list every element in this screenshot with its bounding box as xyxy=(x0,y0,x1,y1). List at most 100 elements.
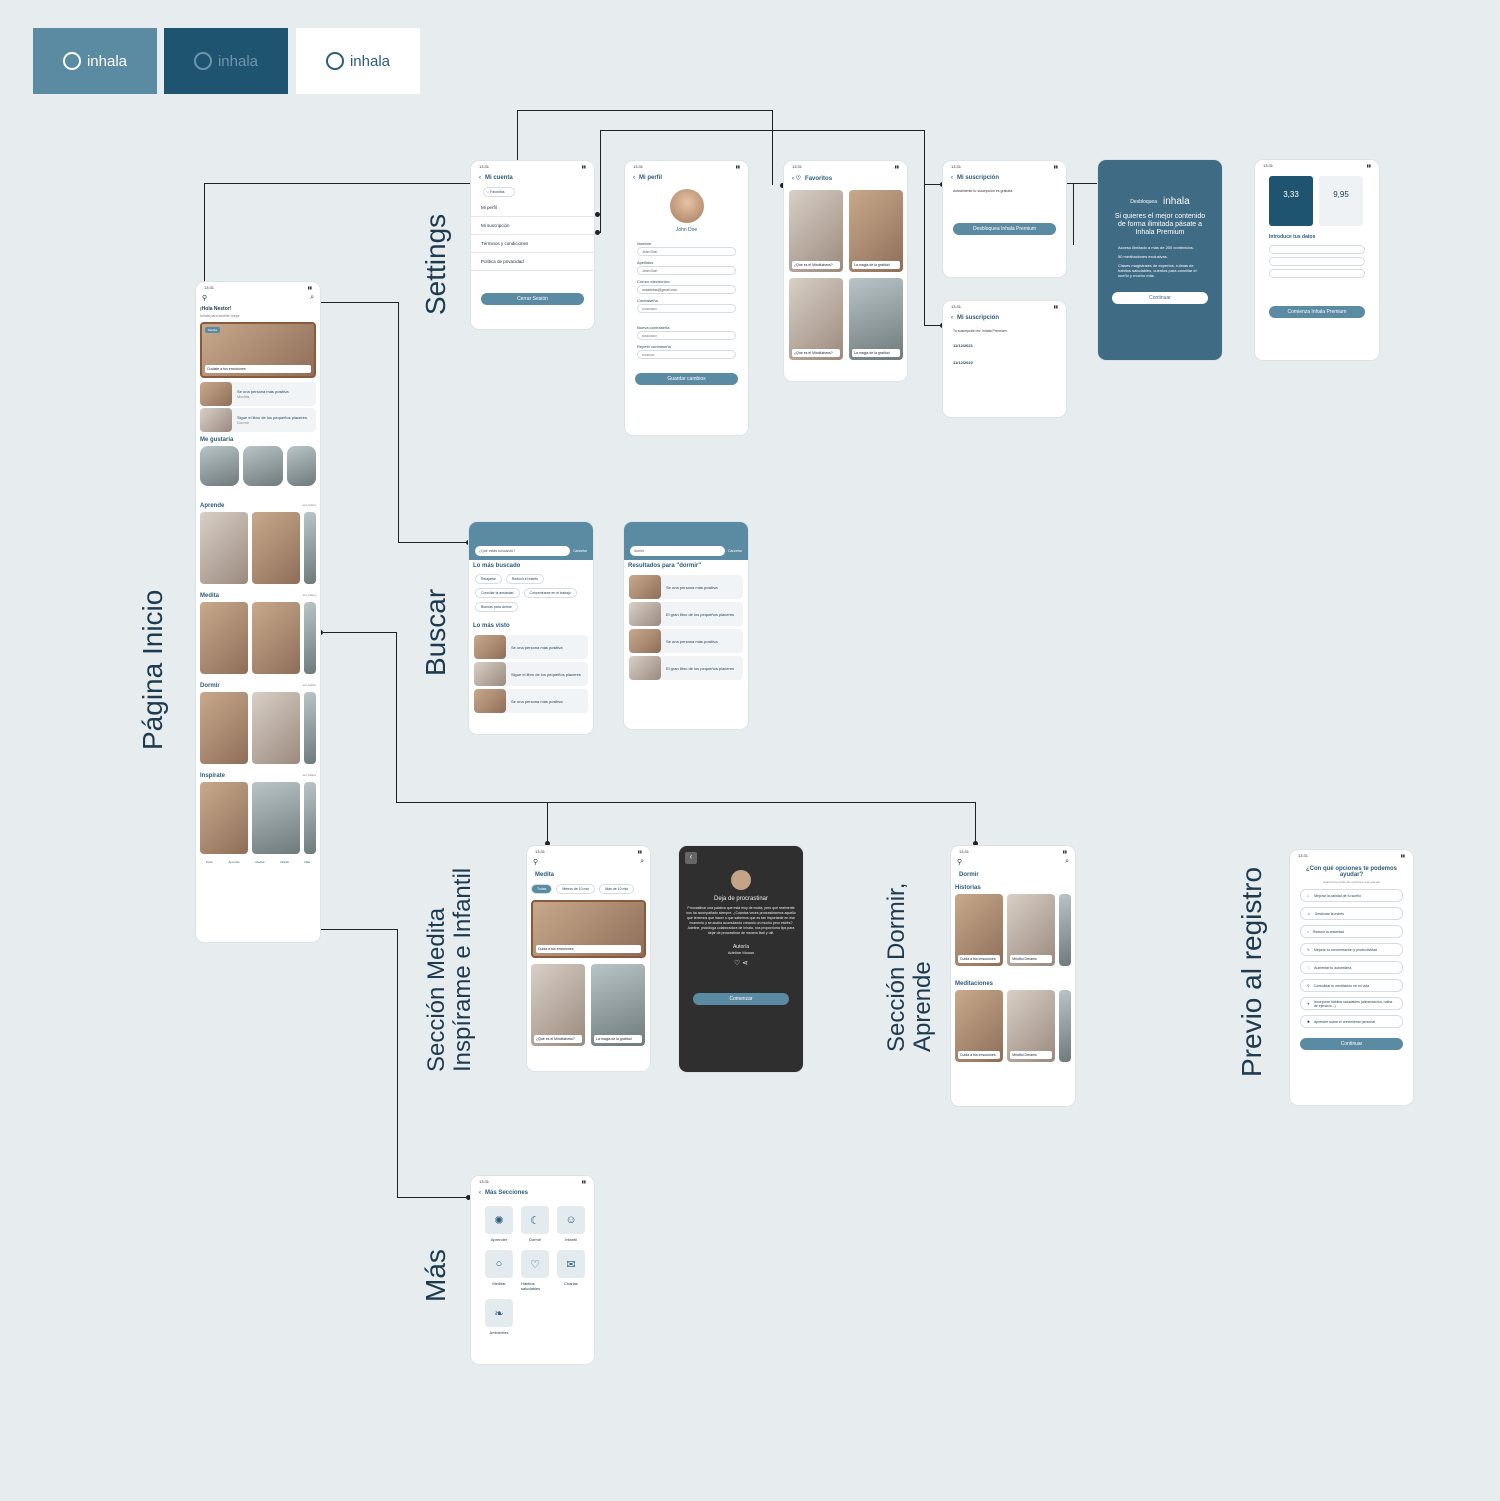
back-icon[interactable]: ‹ xyxy=(479,1190,481,1196)
search-chip[interactable]: Reducir el estrés xyxy=(505,574,545,584)
menu-suscripcion[interactable]: Mi suscripción xyxy=(471,217,594,235)
logout-button[interactable]: Cerrar Sesión xyxy=(481,293,584,305)
hero-card[interactable]: Cuida a tus emociones xyxy=(531,900,646,958)
back-icon[interactable]: ‹ xyxy=(951,175,953,181)
leaf-icon: ❧ xyxy=(485,1299,513,1327)
back-icon[interactable]: ‹ ♡ xyxy=(792,176,802,182)
tab-menos[interactable]: Menos de 10 min xyxy=(556,884,596,894)
mas-meditar[interactable]: ○Meditar xyxy=(485,1250,513,1291)
cancel-button[interactable]: Cancelar xyxy=(572,549,587,553)
option[interactable]: ☾ Mejorar la calidad de tu sueño xyxy=(1300,889,1403,902)
continue-button[interactable]: Continuar xyxy=(1300,1038,1403,1050)
list-item[interactable]: Se una persona más positiva xyxy=(629,575,743,599)
list-item[interactable]: Se una persona más positiva xyxy=(629,629,743,653)
repeat-password-field[interactable]: •••••••••• xyxy=(637,350,736,359)
start-premium-button[interactable]: Comienza Inhala Premium xyxy=(1269,306,1365,318)
child-icon: ☺ xyxy=(557,1206,585,1234)
back-icon[interactable]: ‹ xyxy=(633,175,635,181)
nav-inicio[interactable]: Inicio xyxy=(205,860,213,864)
mas-charlas[interactable]: ✉Charlas xyxy=(557,1250,585,1291)
option[interactable]: ♡ Aumentar tu autoestima xyxy=(1300,961,1403,974)
list-item[interactable]: El gran libro de los pequeños placeres xyxy=(629,602,743,626)
menu-terminos[interactable]: Términos y condiciones xyxy=(471,235,594,253)
premium-headline: Si quieres el mejor contenido de forma i… xyxy=(1114,213,1206,236)
search-icon[interactable]: ⌕ xyxy=(1065,858,1069,865)
mas-habitos[interactable]: ♡Hábitos saludables xyxy=(521,1250,549,1291)
logo-text: inhala xyxy=(86,52,128,70)
back-icon[interactable]: ‹ xyxy=(951,315,953,321)
search-input[interactable]: dormir xyxy=(630,546,725,556)
unlock-premium-button[interactable]: Desbloquea Inhala Premium xyxy=(953,223,1056,235)
option[interactable]: ≈ Reducir la ansiedad xyxy=(1300,925,1403,938)
option[interactable]: ⚲ Consolidar tu meditación en mi vida xyxy=(1300,979,1403,992)
list-item[interactable]: Sigue el libro de los pequeños placeres xyxy=(474,662,588,686)
card-name-field[interactable] xyxy=(1269,245,1365,254)
heart-icon[interactable]: ♡ xyxy=(733,960,741,967)
search-chip[interactable]: Relajarse xyxy=(475,574,502,584)
list-item[interactable]: Se una persona más positiva xyxy=(474,689,588,713)
password-field[interactable]: •••••••••••• xyxy=(637,304,736,313)
fav-button[interactable]: ♡ Favoritos xyxy=(483,187,515,197)
search-chip[interactable]: Concentrarse en el trabajo xyxy=(523,588,577,598)
mas-ambientes[interactable]: ❧Ambientes xyxy=(485,1299,513,1335)
option[interactable]: ✦ Incorporar hábitos saludables (aliment… xyxy=(1300,997,1403,1010)
user-icon[interactable]: ⚲ xyxy=(957,859,963,866)
email-field[interactable]: nosiekdas@gmail.com xyxy=(637,285,736,294)
start-button[interactable]: Comenzar xyxy=(693,993,789,1005)
card-expiry-field[interactable] xyxy=(1269,269,1365,278)
card-number-field[interactable] xyxy=(1269,257,1365,266)
logo-white: inhala xyxy=(296,28,420,94)
nav-infantil[interactable]: Infantil xyxy=(280,860,289,864)
option[interactable]: ☺ Gestionar la estrés xyxy=(1300,907,1403,920)
moon-icon: ☾ xyxy=(521,1206,549,1234)
back-icon[interactable]: ‹ xyxy=(479,175,481,181)
user-icon[interactable]: ⚲ xyxy=(202,295,208,302)
fav-card[interactable]: ¿Qué es el Mindfulness? xyxy=(789,190,843,272)
list-item[interactable]: El gran libro de los pequeños placeres xyxy=(629,656,743,680)
card[interactable]: ¿Qué es el Mindfulness? xyxy=(531,964,585,1046)
option[interactable]: ✎ Mejorar tu concentración y productivid… xyxy=(1300,943,1403,956)
search-chip[interactable]: Conciliar la ansiedad xyxy=(475,588,520,598)
search-chip[interactable]: Buenas para dormir xyxy=(475,602,518,612)
back-icon[interactable]: ‹ xyxy=(685,852,697,864)
user-icon[interactable]: ⚲ xyxy=(533,859,539,866)
surname-field[interactable]: John Doe xyxy=(637,266,736,275)
option[interactable]: ✺ Aprender sobre el crecimiento personal xyxy=(1300,1015,1403,1028)
section-title-previo: Previo al registro xyxy=(1236,866,1267,1077)
mas-dormir[interactable]: ☾Dormir xyxy=(521,1206,549,1242)
fav-card[interactable]: La magia de la gratitud xyxy=(849,190,903,272)
liked-heading: Me gustaría xyxy=(200,437,234,443)
fav-card[interactable]: ¿Qué es el Mindfulness? xyxy=(789,278,843,360)
search-icon[interactable]: ⌕ xyxy=(640,858,644,865)
menu-privacidad[interactable]: Política de privacidad xyxy=(471,253,594,271)
mas-aprender[interactable]: ✺Aprender xyxy=(485,1206,513,1242)
nav-medita[interactable]: Medita xyxy=(255,860,265,864)
card[interactable]: La magia de la gratitud xyxy=(591,964,645,1046)
cuenta-screen: 13:31▮▮ ‹Mi cuenta ♡ Favoritos Mi perfil… xyxy=(471,161,594,329)
tab-todas[interactable]: Todas xyxy=(531,884,553,894)
tab-mas[interactable]: Más de 10 min xyxy=(599,884,635,894)
fav-card[interactable]: La magia de la gratitud xyxy=(849,278,903,360)
plan-annual[interactable]: 3,33 xyxy=(1269,176,1313,226)
inspirate-heading: Inspírate xyxy=(200,773,226,779)
avatar[interactable] xyxy=(669,189,704,223)
name-field[interactable]: John Doe xyxy=(637,247,736,256)
new-password-field[interactable]: •••••••••••• xyxy=(637,331,736,340)
share-icon[interactable]: ⋖ xyxy=(742,960,749,967)
mas-infantil[interactable]: ☺Infantil xyxy=(557,1206,585,1242)
search-icon[interactable]: ⌕ xyxy=(310,294,314,301)
continue-button[interactable]: Continuar xyxy=(1112,292,1208,304)
plan-monthly[interactable]: 9,95 xyxy=(1319,176,1363,226)
nav-aprende[interactable]: Aprende xyxy=(228,860,240,864)
list-item[interactable]: Se una persona más positiva xyxy=(474,635,588,659)
search-input[interactable]: ¿Qué estás buscando? xyxy=(475,546,570,556)
save-button[interactable]: Guardar cambios xyxy=(635,373,738,385)
nav-mas[interactable]: Más xyxy=(304,860,311,864)
menu-perfil[interactable]: Mi perfil xyxy=(471,199,594,217)
cancel-button[interactable]: Cancelar xyxy=(727,549,742,553)
